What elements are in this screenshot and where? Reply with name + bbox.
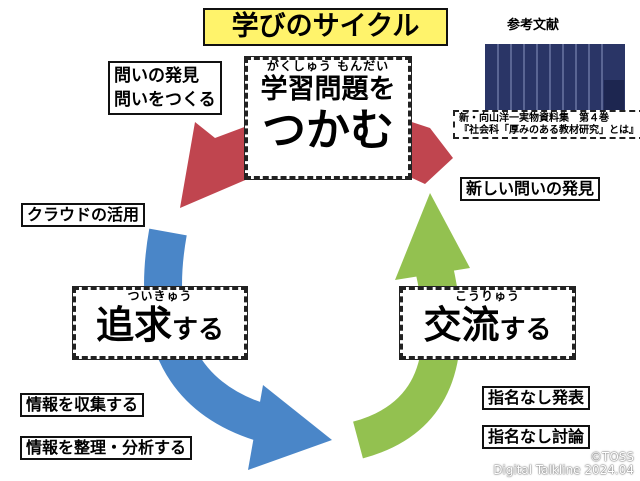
green-arrow-head [395,193,470,280]
stage-exchange-ruby: こうりゅう [454,289,520,303]
credit-line2: Digital Talkline 2024.04 [493,462,634,477]
page-title: 学びのサイクル [203,8,448,46]
question-note-line1: 問いの発見 [114,66,199,86]
stage-grasp-ruby: がくしゅう もんだい [266,59,390,73]
stage-pursue-main: 追求 [95,302,172,347]
stage-grasp-main: 学習問題を [260,73,396,105]
stage-pursue-ruby: ついきゅう [127,289,193,303]
reference-heading: 参考文献 [507,18,560,33]
blue-arrow-body [144,228,276,444]
blue-arrow-head [248,385,332,470]
stage-exchange: こうりゅう 交流する [399,286,576,360]
reference-caption-line1: 新・向山洋一実物資料集 第４巻 [459,113,609,124]
new-question-note: 新しい問いの発見 [460,177,601,202]
discuss-note: 指名なし討論 [482,425,591,450]
analyze-note: 情報を整理・分析する [20,436,193,461]
credit: ©TOSS Digital Talkline 2024.04 [493,449,634,477]
question-note-line2: 問いをつくる [114,90,216,110]
reference-caption-line2: 『社会科「厚みのある教材研究」とは』 [459,124,639,136]
stage-pursue: ついきゅう 追求する [72,286,248,360]
cloud-note: クラウドの活用 [21,203,146,228]
stage-pursue-suffix: する [172,314,225,345]
book-set-image [485,44,625,118]
reference-caption: 新・向山洋一実物資料集 第４巻 『社会科「厚みのある教材研究」とは』 [453,110,640,139]
present-note: 指名なし発表 [482,386,591,411]
question-note: 問いの発見 問いをつくる [108,61,222,115]
stage-grasp-sub: つかむ [262,104,394,156]
credit-line1: ©TOSS [589,449,634,464]
stage-exchange-suffix: する [499,314,552,345]
stage-exchange-main: 交流 [423,302,500,347]
stage-grasp: がくしゅう もんだい 学習問題を つかむ [244,56,412,180]
collect-note: 情報を収集する [20,393,145,418]
